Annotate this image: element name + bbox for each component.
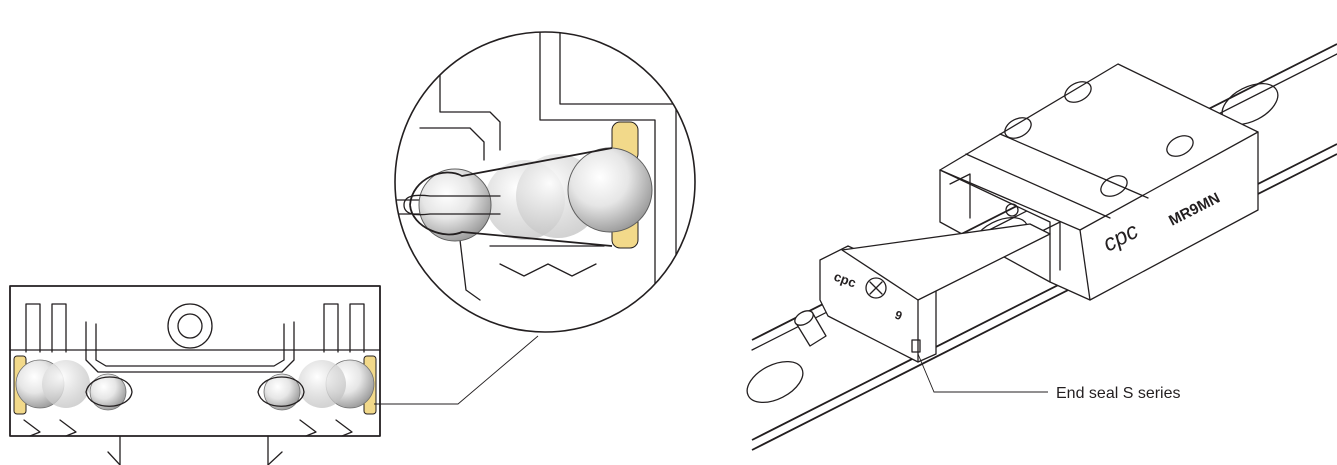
left-slot-2 bbox=[51, 303, 67, 353]
right-ball-row bbox=[257, 355, 377, 415]
right-slot-2 bbox=[349, 303, 365, 353]
carriage-wall bbox=[539, 32, 656, 331]
center-screw-outer bbox=[167, 303, 213, 349]
carriage-front-slots bbox=[949, 173, 1061, 271]
left-slot bbox=[25, 303, 41, 353]
carriage-top-grooves bbox=[965, 133, 1149, 219]
rail-wall bbox=[439, 32, 501, 151]
rail-channel bbox=[85, 321, 295, 373]
screw-head bbox=[794, 310, 814, 326]
ball bbox=[418, 168, 492, 242]
grease-nipple bbox=[1005, 203, 1019, 217]
carriage-corner bbox=[1079, 229, 1091, 301]
rail-edges bbox=[119, 435, 269, 465]
mounting-hole bbox=[1166, 135, 1194, 157]
isometric-view: cpc MR9MN cpc 9 End seal S series bbox=[746, 43, 1337, 451]
ball bbox=[567, 147, 653, 233]
left-seal-teeth bbox=[23, 419, 77, 437]
end-seal-screw-slot bbox=[869, 281, 883, 295]
rail-hole bbox=[746, 360, 804, 404]
right-seal-teeth bbox=[299, 419, 353, 437]
carriage-front bbox=[939, 169, 1051, 283]
retainer-loop bbox=[257, 376, 305, 407]
retainer-hook bbox=[403, 194, 501, 216]
zoom-leader-line bbox=[374, 335, 539, 405]
rail-edges bbox=[751, 43, 1337, 451]
carriage-block bbox=[939, 63, 1259, 301]
ball bbox=[298, 360, 346, 408]
seal-notch bbox=[911, 339, 921, 353]
rail-base bbox=[107, 451, 283, 465]
detail-zoom-view bbox=[394, 31, 696, 333]
ball bbox=[263, 373, 301, 411]
left-ball-row bbox=[13, 355, 133, 415]
ball bbox=[42, 360, 90, 408]
carriage-wall-outer bbox=[559, 32, 677, 331]
mounting-hole bbox=[1100, 175, 1128, 197]
carriage-outline bbox=[9, 285, 381, 437]
cross-section-view bbox=[9, 285, 539, 465]
rail-channel-inner bbox=[95, 323, 285, 367]
retainer-loop bbox=[85, 376, 133, 407]
end-seal-leader-line bbox=[917, 353, 1048, 393]
right-slot bbox=[323, 303, 339, 353]
seal-lips bbox=[499, 263, 597, 277]
end-seal-flange bbox=[841, 223, 1051, 301]
seal-brand-text: cpc bbox=[832, 269, 858, 291]
mounting-hole bbox=[1064, 81, 1092, 103]
end-seal-label: End seal S series bbox=[1056, 385, 1181, 402]
center-screw-inner bbox=[177, 313, 203, 339]
ball bbox=[89, 373, 127, 411]
mounting-hole bbox=[1004, 117, 1032, 139]
lower-rail-curve bbox=[459, 239, 481, 301]
rail-wall-inner bbox=[419, 127, 485, 161]
seal-size-text: 9 bbox=[893, 308, 904, 324]
